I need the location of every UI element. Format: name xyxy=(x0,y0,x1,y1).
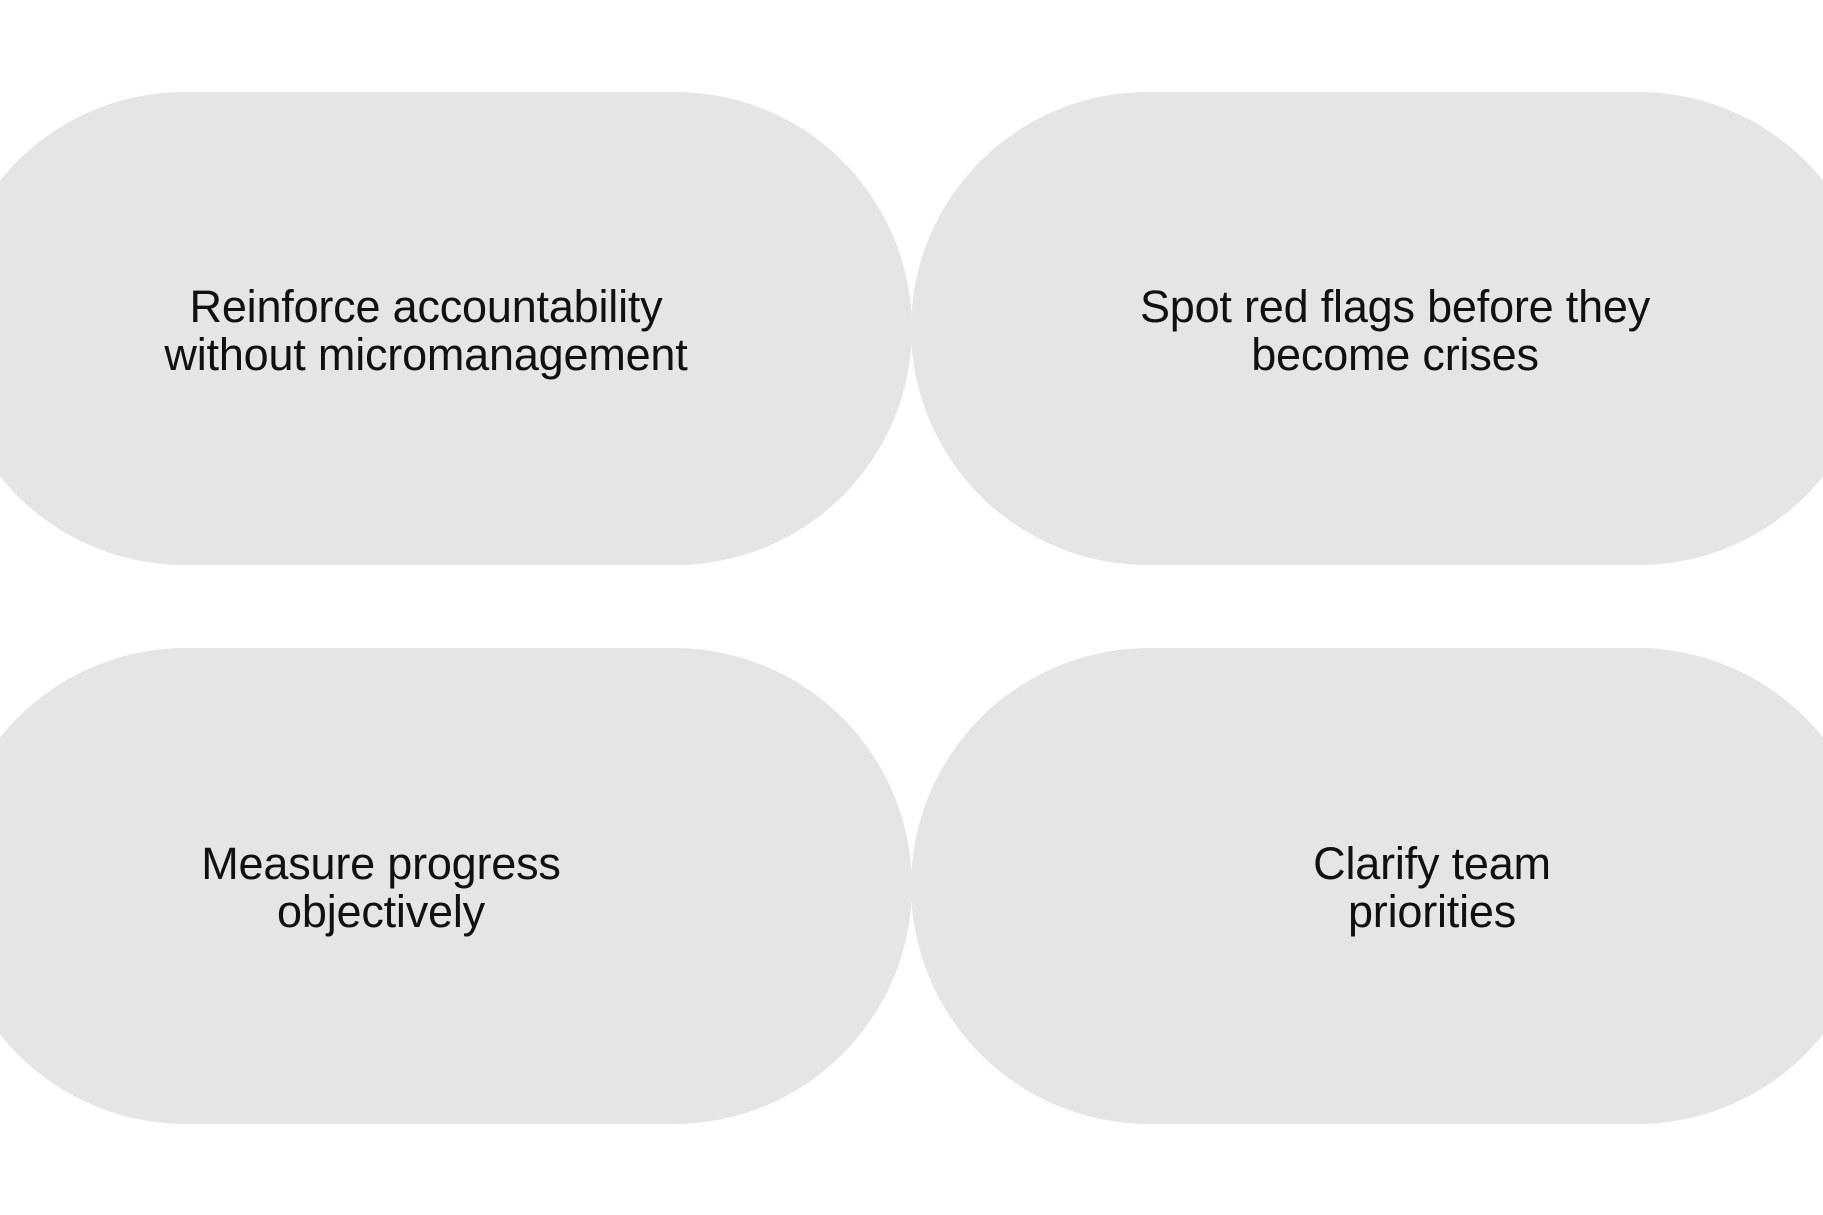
card-label-measure-progress: Measure progress objectively xyxy=(201,838,561,937)
card-label-reinforce-accountability: Reinforce accountability without microma… xyxy=(164,280,688,380)
card-spot-red-flags[interactable]: Spot red flags before they become crises xyxy=(911,92,1823,565)
card-label-spot-red-flags: Spot red flags before they become crises xyxy=(1139,280,1651,380)
card-label-clarify-team-priorities: Clarify team priorities xyxy=(1313,838,1551,937)
card-reinforce-accountability[interactable]: Reinforce accountability without microma… xyxy=(0,92,912,565)
card-measure-progress[interactable]: Measure progress objectively xyxy=(0,648,912,1124)
card-clarify-team-priorities[interactable]: Clarify team priorities xyxy=(911,648,1823,1124)
